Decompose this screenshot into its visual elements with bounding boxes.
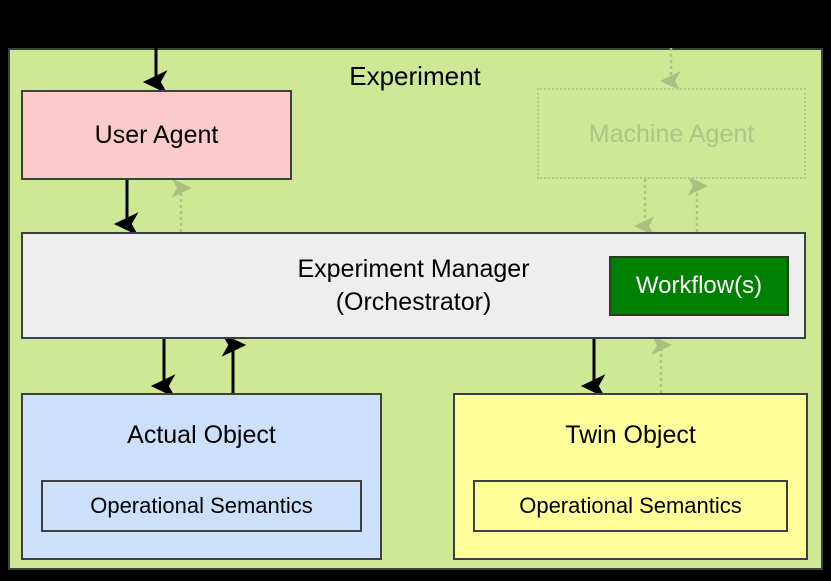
node-twin-object[interactable]: Twin Object Operational Semantics <box>453 393 808 560</box>
workflow-badge[interactable]: Workflow(s) <box>609 256 789 316</box>
user-agent-label: User Agent <box>94 121 219 149</box>
twin-object-label: Twin Object <box>565 421 696 449</box>
experiment-title: Experiment <box>349 61 481 91</box>
node-experiment-manager[interactable]: Experiment Manager (Orchestrator) Workfl… <box>21 232 806 339</box>
experiment-manager-label-line1: Experiment Manager <box>297 254 530 283</box>
actual-object-label: Actual Object <box>127 421 276 449</box>
node-actual-object[interactable]: Actual Object Operational Semantics <box>21 393 382 560</box>
node-user-agent[interactable]: User Agent <box>21 90 292 180</box>
machine-agent-label: Machine Agent <box>588 119 755 148</box>
twin-object-operational-semantics[interactable]: Operational Semantics <box>473 480 788 532</box>
node-machine-agent[interactable]: Machine Agent <box>537 88 806 179</box>
actual-object-operational-semantics[interactable]: Operational Semantics <box>41 480 362 532</box>
experiment-manager-text: Experiment Manager (Orchestrator) <box>23 234 804 337</box>
experiment-manager-label-line2: (Orchestrator) <box>335 287 492 316</box>
